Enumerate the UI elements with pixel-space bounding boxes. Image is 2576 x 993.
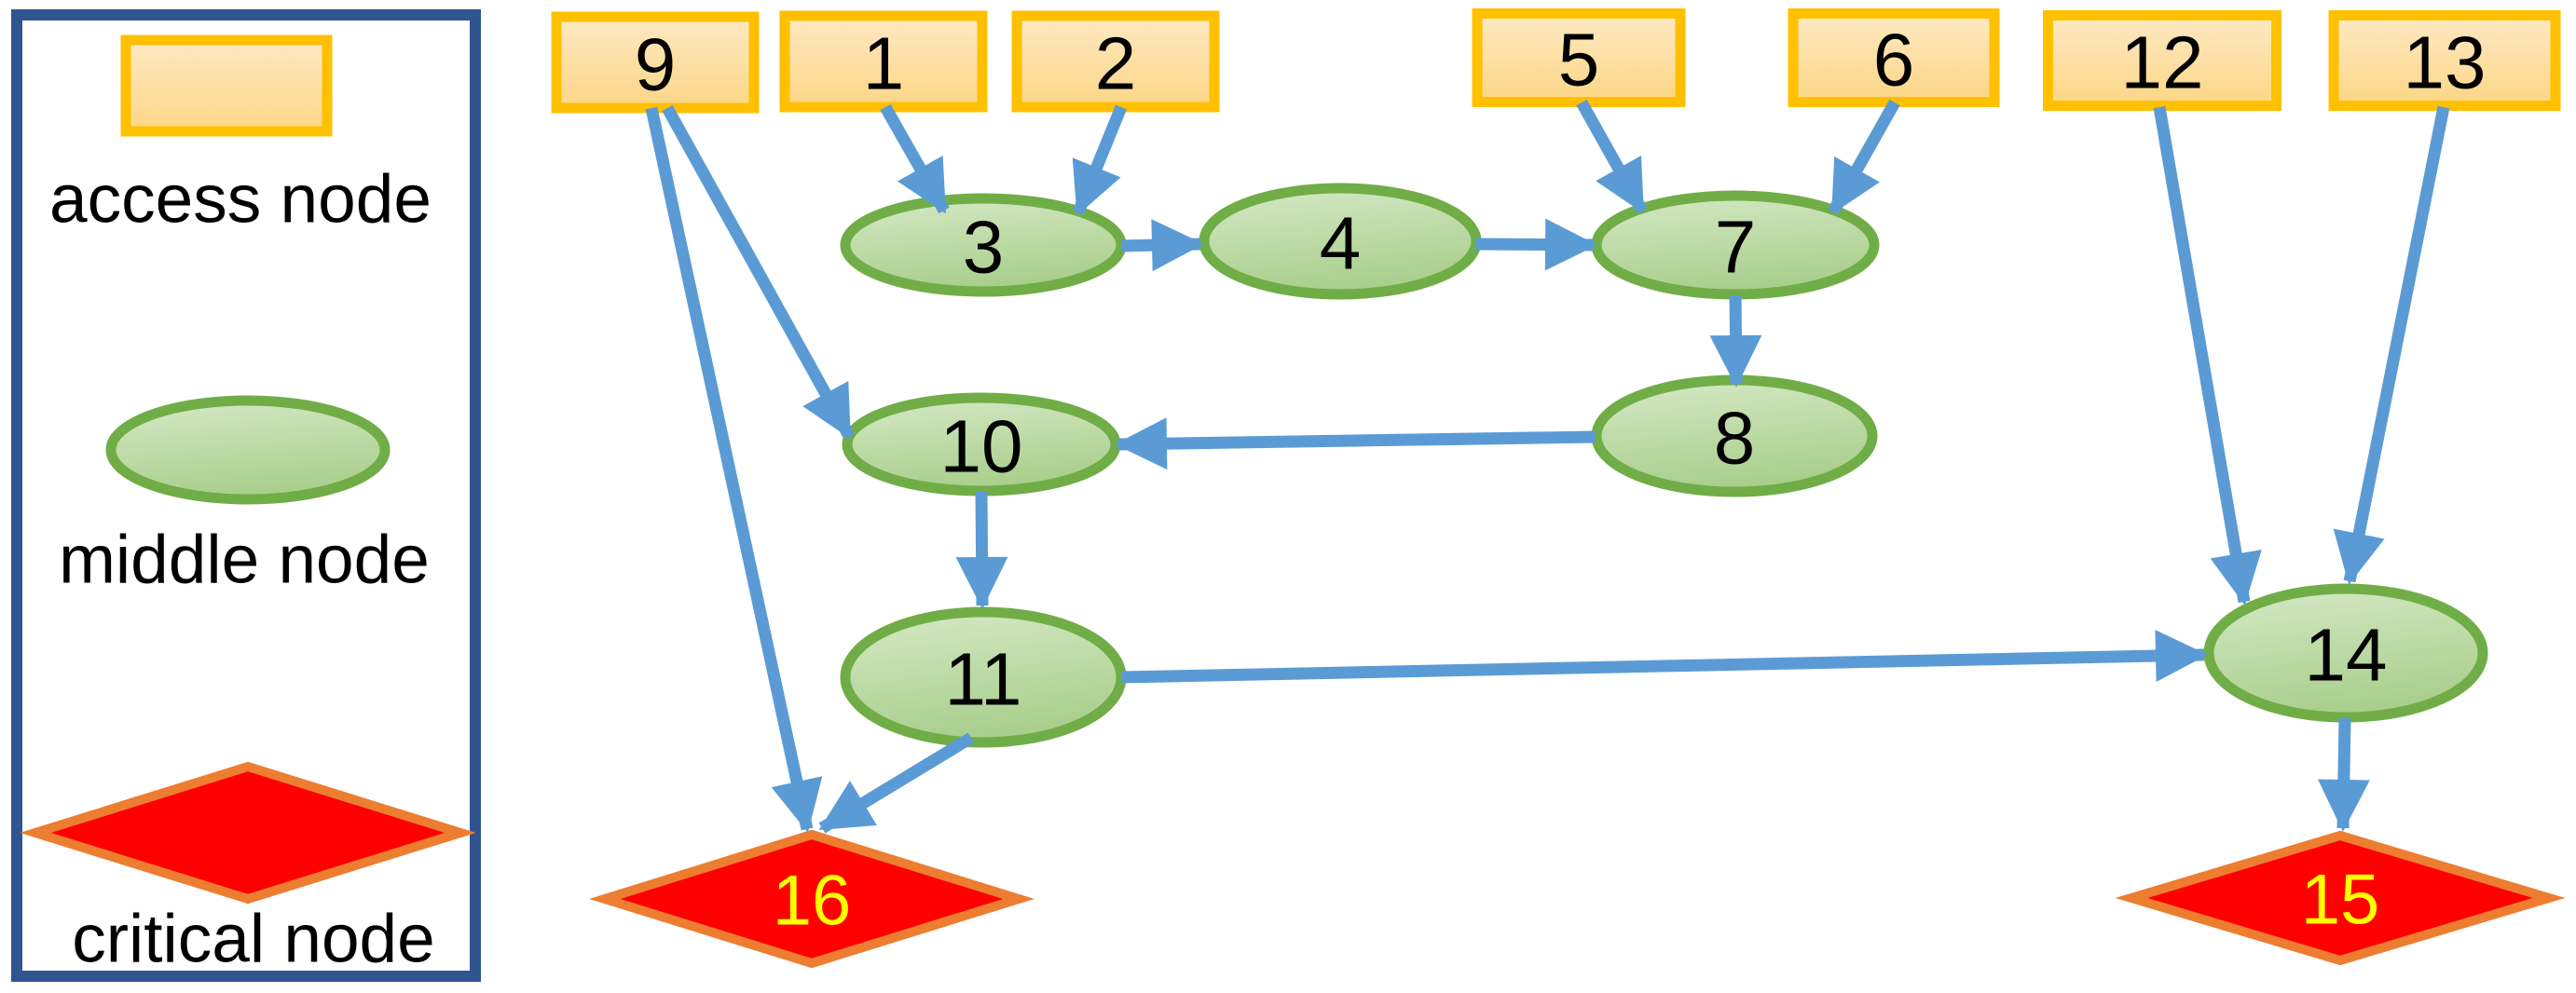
node-label-11: 11 bbox=[944, 638, 1021, 721]
middle-node-shape bbox=[840, 606, 1127, 748]
edge-7-8 bbox=[1709, 294, 1762, 388]
access-node-shape bbox=[1472, 8, 1686, 107]
node-label-3: 3 bbox=[963, 206, 1005, 289]
node-label-2: 2 bbox=[1095, 22, 1137, 105]
node-label-5: 5 bbox=[1558, 19, 1600, 102]
node-label-13: 13 bbox=[2404, 21, 2487, 104]
middle-node-shape bbox=[2203, 583, 2488, 723]
legend-label-middle-node: middle node bbox=[59, 523, 430, 598]
edge-10-11 bbox=[955, 491, 1008, 609]
legend-label-critical-node: critical node bbox=[72, 902, 435, 977]
access-node-shape bbox=[2043, 10, 2281, 111]
node-14 bbox=[2203, 583, 2488, 723]
node-label-6: 6 bbox=[1873, 19, 1915, 102]
edge-3-4 bbox=[1120, 219, 1204, 272]
critical-node-shape bbox=[2115, 830, 2566, 966]
legend-box bbox=[11, 9, 481, 982]
node-5 bbox=[1472, 8, 1686, 107]
node-15 bbox=[2115, 830, 2566, 966]
access-node-shape bbox=[1011, 10, 1220, 113]
graph-nodes bbox=[551, 8, 2566, 969]
critical-node-shape bbox=[589, 829, 1035, 969]
edge-11-16 bbox=[818, 732, 975, 834]
edge-4-7 bbox=[1474, 218, 1597, 271]
node-label-4: 4 bbox=[1320, 202, 1362, 285]
node-label-10: 10 bbox=[940, 405, 1023, 488]
edge-11-14 bbox=[1121, 630, 2208, 684]
node-label-7: 7 bbox=[1715, 206, 1757, 289]
access-node-shape bbox=[551, 11, 760, 114]
node-label-1: 1 bbox=[863, 22, 905, 105]
edge-2-3 bbox=[1072, 104, 1128, 216]
node-1 bbox=[779, 10, 988, 113]
legend-access-node-swatch bbox=[120, 34, 333, 137]
edge-1-3 bbox=[880, 103, 950, 214]
node-label-8: 8 bbox=[1714, 397, 1756, 480]
legend-critical-node-swatch bbox=[20, 761, 476, 905]
edge-13-14 bbox=[2333, 105, 2450, 585]
legend-label-access-node: access node bbox=[49, 162, 432, 238]
node-13 bbox=[2328, 10, 2561, 111]
node-16 bbox=[589, 829, 1035, 969]
node-9 bbox=[551, 11, 760, 114]
legend: access node middle node critical node bbox=[11, 9, 481, 982]
edge-14-15 bbox=[2317, 717, 2370, 832]
node-label-16: 16 bbox=[773, 862, 852, 941]
edge-12-14 bbox=[2153, 105, 2262, 605]
node-label-14: 14 bbox=[2305, 614, 2388, 697]
edge-6-7 bbox=[1828, 99, 1900, 215]
edge-8-10 bbox=[1115, 417, 1596, 470]
node-2 bbox=[1011, 10, 1220, 113]
node-12 bbox=[2043, 10, 2281, 111]
legend-middle-node-swatch bbox=[105, 395, 391, 505]
edge-5-7 bbox=[1576, 99, 1648, 214]
node-11 bbox=[840, 606, 1127, 748]
node-label-15: 15 bbox=[2301, 861, 2380, 940]
edge-9-16 bbox=[645, 106, 823, 833]
node-label-12: 12 bbox=[2121, 21, 2204, 104]
access-node-shape bbox=[2328, 10, 2561, 111]
access-node-shape bbox=[779, 10, 988, 113]
edge-9-10 bbox=[662, 104, 855, 440]
node-label-9: 9 bbox=[635, 23, 677, 106]
graph-edges bbox=[645, 99, 2450, 834]
